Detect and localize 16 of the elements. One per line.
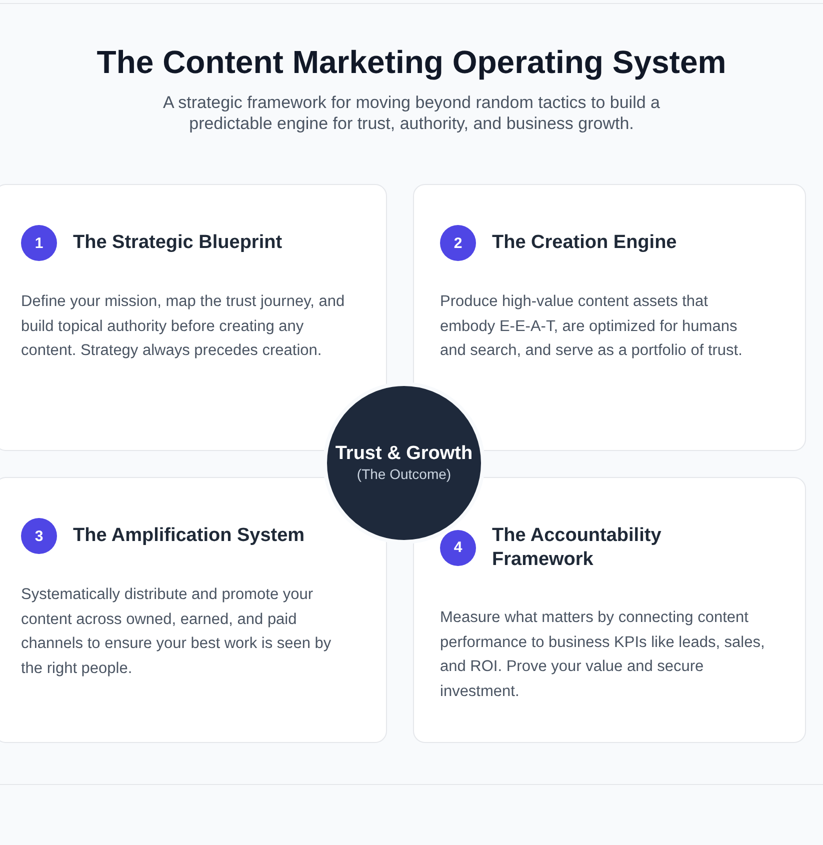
card-heading: The Strategic Blueprint <box>73 231 282 255</box>
subtitle: A strategic framework for moving beyond random tactics to build a predictable engine for trust, authority, and business growth. <box>162 92 661 134</box>
number-badge: 2 <box>440 225 476 261</box>
title: The Content Marketing Operating System <box>96 43 728 82</box>
card-heading: The Amplification System <box>73 524 305 548</box>
card-heading: The Creation Engine <box>492 231 677 255</box>
card-description: Measure what matters by connecting content performance to business KPIs like leads, sales, and ROI. Prove your value and secure investment. <box>440 608 766 702</box>
card-heading: The Accountability Framework <box>492 524 662 571</box>
outcome-subtitle: (The Outcome) <box>356 465 452 483</box>
card-description: Define your mission, map the trust journey, and build topical authority before creating any content. Strategy always precedes creation. <box>21 292 346 361</box>
number-badge: 4 <box>440 530 476 566</box>
number-badge: 3 <box>21 518 57 554</box>
number-badge: 1 <box>21 225 57 261</box>
card-description: Systematically distribute and promote your content across owned, earned, and paid channels to ensure your best work is seen by the right people. <box>21 585 332 678</box>
card-description: Produce high-value content assets that embody E-E-A-T, are optimized for humans and search, and serve as a portfolio of trust. <box>440 292 744 361</box>
outcome-title: Trust & Growth <box>335 443 473 465</box>
